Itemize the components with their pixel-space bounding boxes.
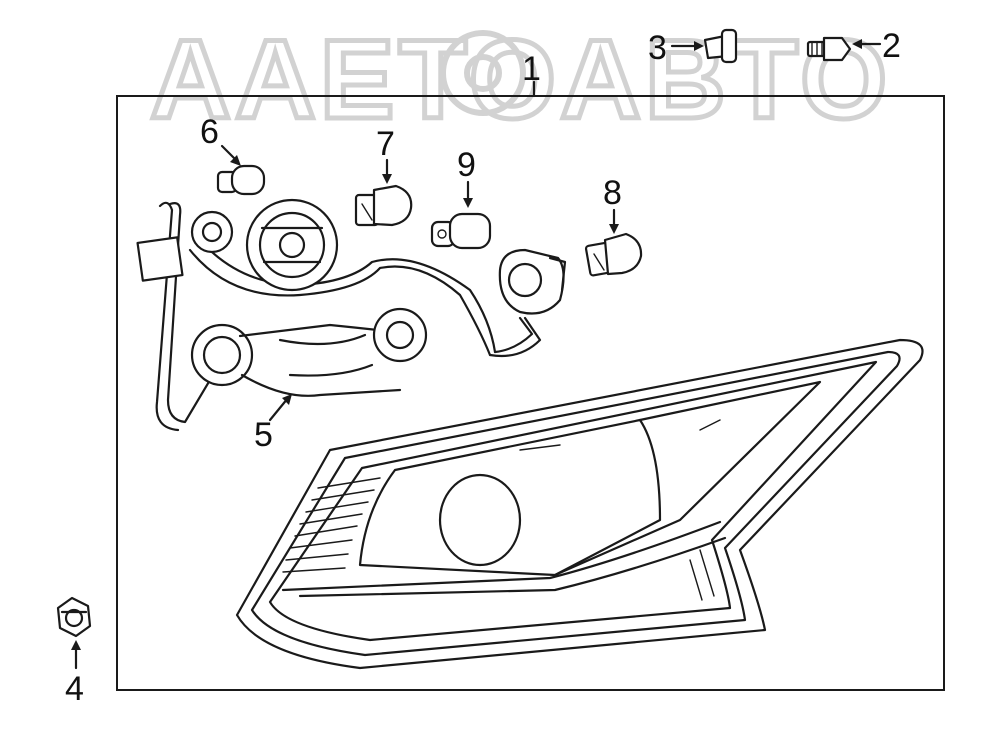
callout-9: 9 — [457, 146, 476, 184]
watermark-gear-icon — [440, 30, 526, 116]
callout-5: 5 — [254, 416, 273, 454]
watermark-logo: AAETOABTO — [150, 17, 891, 142]
socket-upper-small — [190, 210, 234, 254]
bulb-8 — [584, 232, 643, 277]
nut-4 — [56, 596, 92, 638]
callout-4: 4 — [65, 670, 84, 708]
callout-3: 3 — [648, 29, 667, 67]
bulb-9 — [430, 212, 492, 250]
socket-middle — [372, 307, 428, 363]
socket-right — [498, 248, 567, 315]
callout-1: 1 — [522, 50, 541, 88]
callout-7: 7 — [376, 125, 395, 163]
harness-grommet — [190, 323, 254, 387]
bulb-7 — [354, 184, 413, 227]
wiring-harness — [136, 198, 567, 432]
callout-2: 2 — [882, 27, 901, 65]
callout-6: 6 — [200, 113, 219, 151]
leader-lines — [71, 39, 882, 670]
harness-clip — [136, 236, 184, 282]
bulb-6 — [216, 164, 266, 196]
callout-8: 8 — [603, 174, 622, 212]
screw-2 — [806, 36, 852, 62]
tail-lamp-housing — [235, 338, 924, 670]
watermark-gear-hub — [464, 54, 502, 92]
fastener-3 — [703, 28, 738, 64]
assembly-frame — [116, 95, 945, 691]
socket-upper-left — [245, 198, 339, 292]
